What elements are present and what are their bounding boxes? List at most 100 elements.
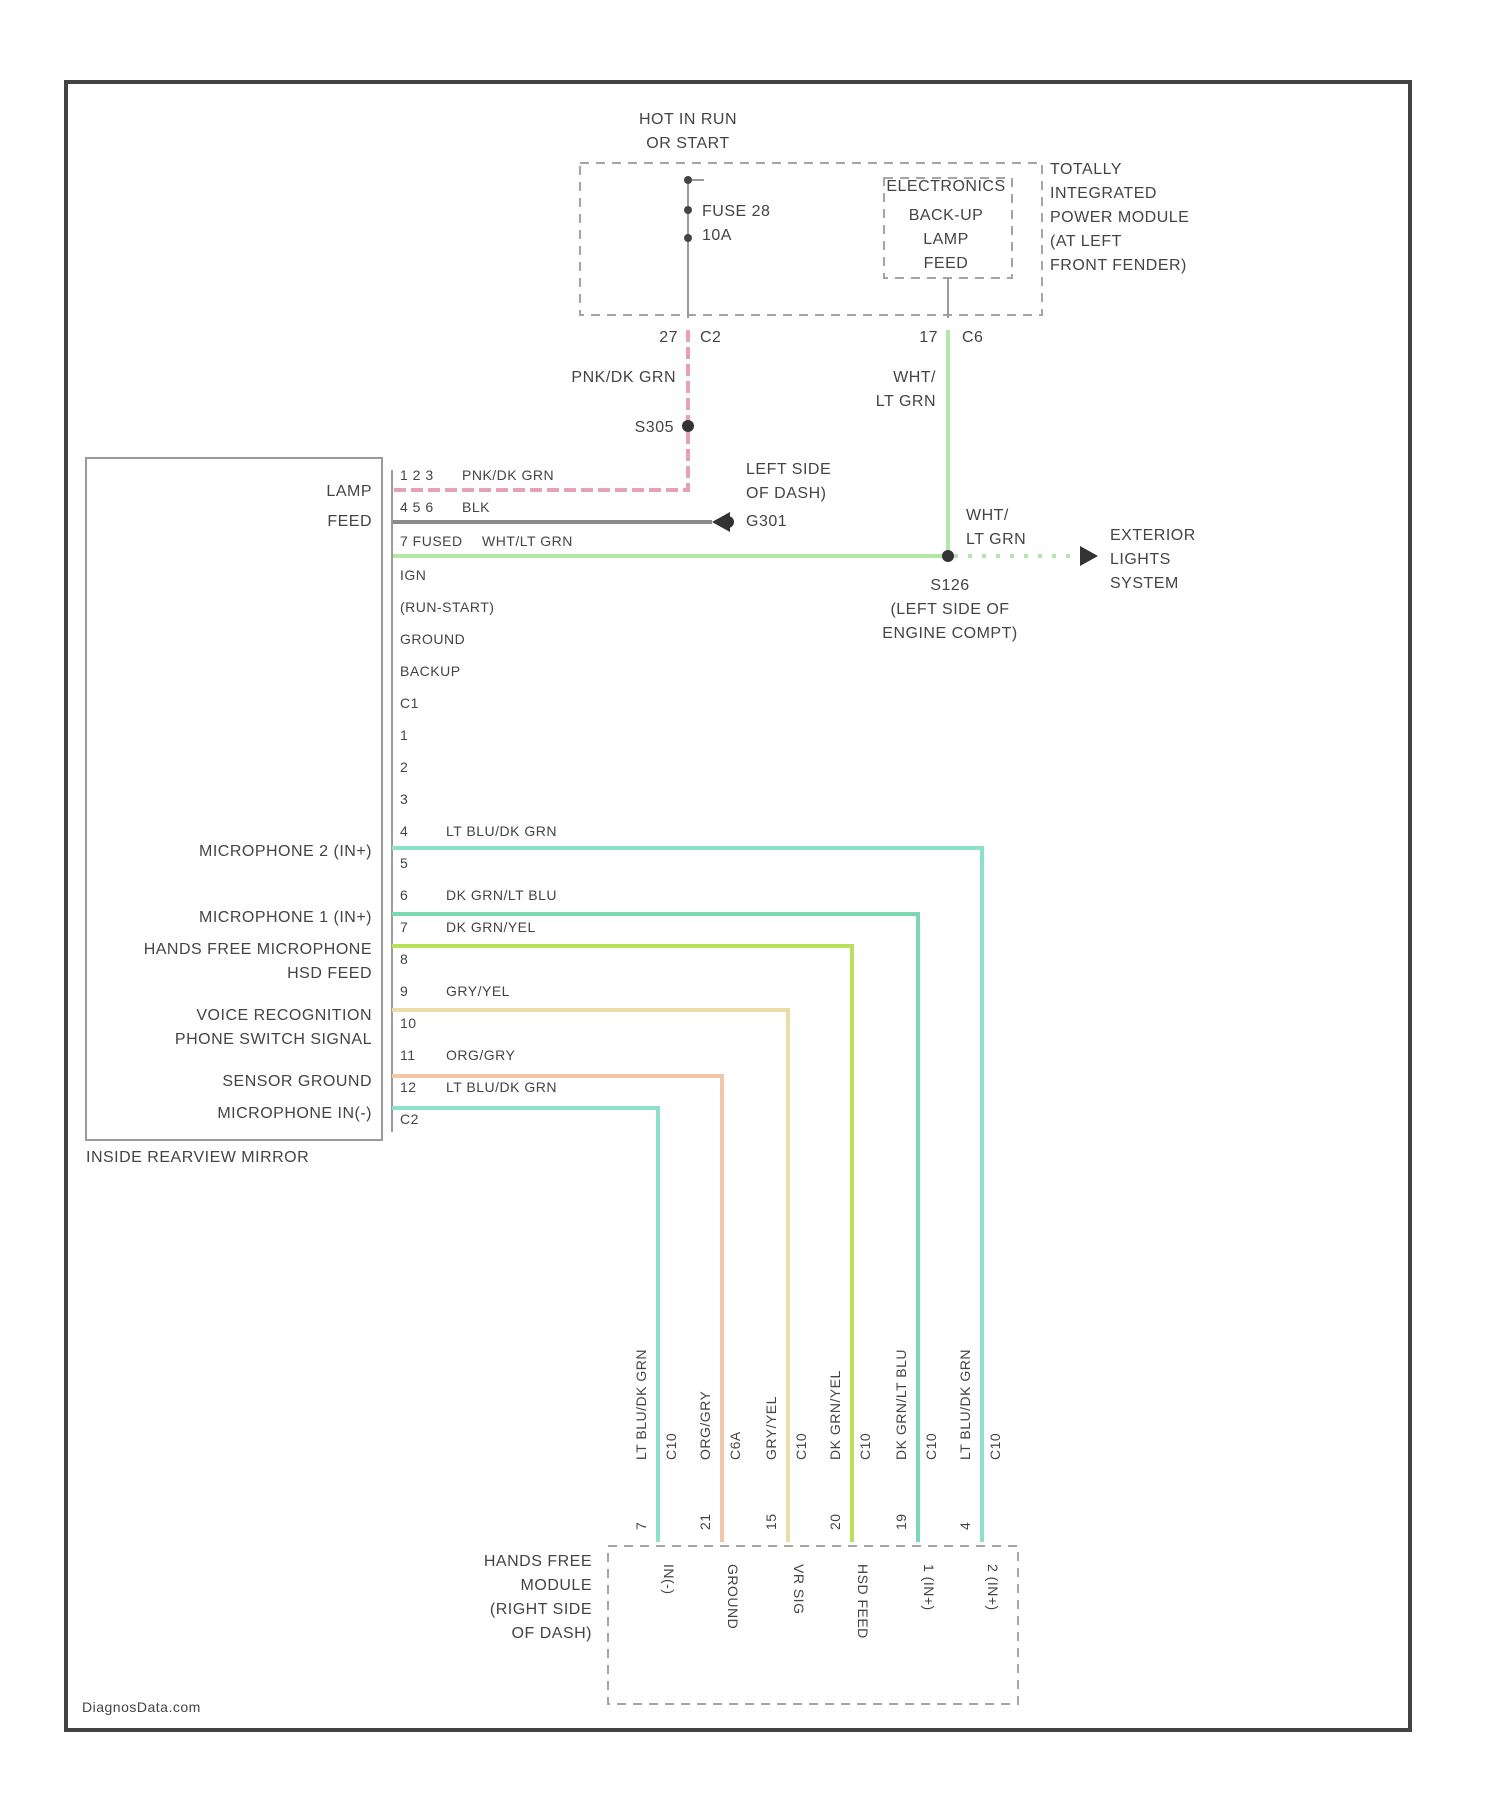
col2-wire-label: ORG/GRY [697,1390,713,1460]
ground-g301-label: G301 [746,513,787,530]
module-fn-hsd-feed: HSD FEED [855,1564,871,1639]
exterior-arrow-icon [1080,546,1098,566]
splice-s126-location-2: ENGINE COMPT) [882,625,1017,642]
col4-connector-label: C10 [857,1433,873,1460]
tipm-label-4: (AT LEFT [1050,233,1122,250]
mirror-feed-label: FEED [327,513,372,530]
splice-s126-location-1: (LEFT SIDE OF [890,601,1009,618]
pin9-wire-label: GRY/YEL [446,983,510,999]
pin7b-wire-label: DK GRN/YEL [446,919,536,935]
pin-5: 5 [400,855,408,871]
electronics-label: ELECTRONICS [886,178,1005,195]
exterior-label-3: SYSTEM [1110,575,1179,592]
pin-2: 2 [400,759,408,775]
module-fn-in-minus: IN(-) [661,1564,677,1595]
mirror-vr-label-2: PHONE SWITCH SIGNAL [175,1031,372,1048]
col3-wire-label: GRY/YEL [763,1396,779,1460]
pin-12: 12 [400,1079,417,1095]
mirror-mic2-label: MICROPHONE 2 (IN+) [199,843,372,860]
splice-s126-label: S126 [930,577,969,594]
pin11-wire-label: ORG/GRY [446,1047,516,1063]
backup-label-2: LAMP [923,231,969,248]
pin-17: 17 [919,329,938,346]
col3-pin: 15 [763,1513,779,1530]
pin-7-fused: 7 FUSED [400,533,463,549]
hot-label-1: HOT IN RUN [639,111,737,128]
pin6-wire-label: DK GRN/LT BLU [446,887,557,903]
module-label-3: (RIGHT SIDE [490,1601,592,1618]
col2-pin: 21 [697,1513,713,1530]
ground-g301-dot [722,516,734,528]
pin7-wire-label: WHT/LT GRN [482,533,573,549]
mirror-name: INSIDE REARVIEW MIRROR [86,1149,309,1166]
mirror-micin-label: MICROPHONE IN(-) [217,1105,372,1122]
tipm-label-5: FRONT FENDER) [1050,257,1187,274]
col4-pin: 20 [827,1513,843,1530]
tipm-block: HOT IN RUN OR START FUSE 28 10A ELECTRON… [580,111,1189,346]
exterior-label-1: EXTERIOR [1110,527,1196,544]
hands-free-module: HANDS FREE MODULE (RIGHT SIDE OF DASH) I… [484,1546,1018,1704]
fuse-label: FUSE 28 [702,203,770,220]
col5-wire-label: DK GRN/LT BLU [893,1349,909,1460]
pin-11: 11 [400,1047,416,1063]
pnk-dk-grn-label: PNK/DK GRN [571,369,676,386]
module-fn-ground: GROUND [725,1564,741,1629]
connector-c6: C6 [962,329,983,346]
pin-4: 4 [400,823,408,839]
pin-123: 1 2 3 [400,467,434,483]
pin-1: 1 [400,727,408,743]
tipm-label-1: TOTALLY [1050,161,1122,178]
module-fn-2-in-plus: 2 (IN+) [985,1564,1001,1611]
pin-3: 3 [400,791,408,807]
splice-s305-dot [682,420,694,432]
module-label-1: HANDS FREE [484,1553,592,1570]
splice-s126-dot [942,550,954,562]
pin4-wire-label: LT BLU/DK GRN [446,823,557,839]
exterior-wire-label-2: LT GRN [966,531,1026,548]
exterior-wire-label-1: WHT/ [966,507,1009,524]
wht-lt-grn-label-2: LT GRN [876,393,936,410]
wire-pin11-org-gry [392,1076,722,1542]
mirror-vr-label-1: VOICE RECOGNITION [196,1007,372,1024]
inside-rearview-mirror: INSIDE REARVIEW MIRROR LAMP FEED MICROPH… [86,458,573,1166]
pin-9: 9 [400,983,408,999]
splice-s305-label: S305 [635,419,674,436]
mirror-sensor-label: SENSOR GROUND [222,1073,372,1090]
pin-6: 6 [400,887,408,903]
backup-label-1: BACK-UP [909,207,984,224]
tipm-label-2: INTEGRATED [1050,185,1157,202]
mirror-mic1-label: MICROPHONE 1 (IN+) [199,909,372,926]
col2-connector-label: C6A [727,1431,743,1460]
mirror-hfm-label-1: HANDS FREE MICROPHONE [144,941,372,958]
col4-wire-label: DK GRN/YEL [827,1370,843,1460]
fuse-terminal-bot [684,234,692,242]
pin-10: 10 [400,1015,417,1031]
col1-pin: 7 [633,1522,649,1530]
backup-label-3: FEED [924,255,969,272]
mirror-lamp-label: LAMP [326,483,372,500]
fuse-terminal-top [684,176,692,184]
pin-456: 4 5 6 [400,499,434,515]
col6-pin: 4 [957,1522,973,1530]
wire-pin7-dk-grn-yel [392,946,852,1542]
wire-pin12-lt-blu-dk-grn [392,1108,658,1542]
module-label-4: OF DASH) [512,1625,592,1642]
col5-connector-label: C10 [923,1433,939,1460]
fuse-terminal-mid [684,206,692,214]
wire-pnk-dk-grn [392,330,688,490]
ground-location-1: LEFT SIDE [746,461,831,478]
ground-location-2: OF DASH) [746,485,826,502]
col3-connector-label: C10 [793,1433,809,1460]
pin123-wire-label: PNK/DK GRN [462,467,554,483]
fuse-rating: 10A [702,227,732,244]
tipm-label-3: POWER MODULE [1050,209,1189,226]
connector-c2: C2 [700,329,721,346]
col6-connector-label: C10 [987,1433,1003,1460]
col1-wire-label: LT BLU/DK GRN [633,1349,649,1460]
pin456-wire-label: BLK [462,499,490,515]
pin-c1: C1 [400,695,419,711]
pin-ground: GROUND [400,631,465,647]
col1-connector-label: C10 [663,1433,679,1460]
module-fn-vr-sig: VR SIG [791,1564,807,1614]
